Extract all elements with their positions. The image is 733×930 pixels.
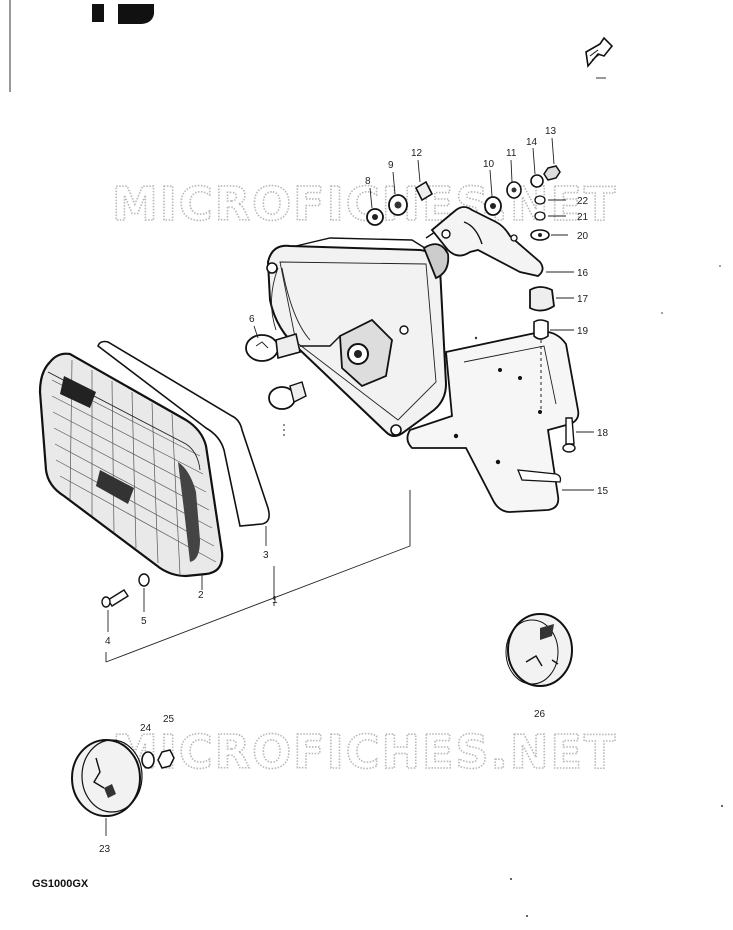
- callout-20: 20: [577, 231, 589, 242]
- watermark-bottom: MICROFICHES.NET: [112, 725, 617, 779]
- callout-16: 16: [577, 268, 589, 279]
- callout-3: 3: [263, 550, 269, 561]
- callout-9: 9: [388, 160, 394, 171]
- lens-gasket: [97, 340, 270, 527]
- reflector-26: [505, 613, 573, 687]
- washer-5: [138, 573, 150, 587]
- callout-10: 10: [483, 159, 495, 170]
- callout-18: 18: [597, 428, 609, 439]
- callout-22: 22: [577, 196, 589, 207]
- callout-6: 6: [249, 314, 255, 325]
- hardware-right-stack: [484, 165, 561, 241]
- license-bracket: [406, 330, 580, 513]
- bulb-secondary: [268, 381, 307, 438]
- lamp-housing: [266, 229, 450, 437]
- callout-13: 13: [545, 126, 557, 137]
- model-label: GS1000GX: [32, 878, 89, 890]
- callout-5: 5: [141, 616, 147, 627]
- callout-8: 8: [365, 176, 371, 187]
- front-arrow-icon: [585, 36, 614, 79]
- callout-12: 12: [411, 148, 423, 159]
- callout-labels: 1 2 3 4 5 6 8 9 10 11 12 13 14 15 16 17 …: [99, 126, 609, 855]
- mounting-bracket: [430, 206, 544, 277]
- callout-4: 4: [105, 636, 111, 647]
- callout-11: 11: [506, 148, 517, 159]
- callout-14: 14: [526, 137, 538, 148]
- callout-19: 19: [577, 326, 589, 337]
- callout-17: 17: [577, 294, 589, 305]
- leader-lines: [107, 137, 594, 632]
- bolt-18: [562, 417, 576, 453]
- callout-26: 26: [534, 709, 546, 720]
- callout-21: 21: [577, 212, 589, 223]
- nut-25: [157, 749, 175, 769]
- washer-24: [141, 751, 155, 769]
- hardware-left-stack: [366, 180, 434, 226]
- callout-2: 2: [198, 590, 204, 601]
- callout-24: 24: [140, 723, 152, 734]
- callout-15: 15: [597, 486, 609, 497]
- grommet: [529, 286, 555, 410]
- callout-25: 25: [163, 714, 175, 725]
- reflector-23: [71, 739, 143, 836]
- assembly-bracket-line: [105, 490, 411, 663]
- tail-lamp-lens: [38, 352, 224, 578]
- lamp-wires: [271, 267, 311, 341]
- screw-4: [101, 589, 129, 608]
- page-artifacts: [9, 0, 723, 917]
- callout-1: 1: [272, 595, 278, 606]
- callout-23: 23: [99, 844, 111, 855]
- bulb-main: [245, 332, 301, 362]
